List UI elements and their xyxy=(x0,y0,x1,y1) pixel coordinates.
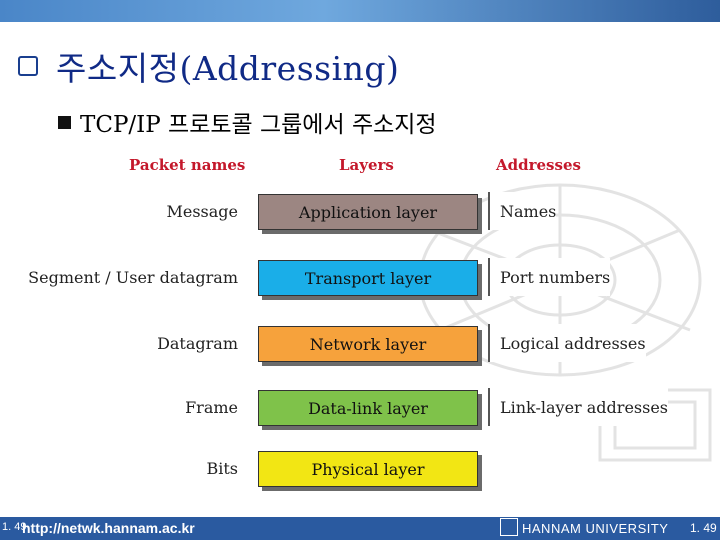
packet-name: Bits xyxy=(206,459,238,478)
header-addresses: Addresses xyxy=(496,156,581,174)
slide-title: 주소지정(Addressing) xyxy=(56,49,400,88)
layer-box: Transport layer xyxy=(258,260,478,296)
address-type: Names xyxy=(488,192,557,230)
university-logo-icon xyxy=(500,518,518,536)
packet-name: Frame xyxy=(185,398,238,417)
layer-box: Network layer xyxy=(258,326,478,362)
layer-box: Data-link layer xyxy=(258,390,478,426)
header-layers: Layers xyxy=(339,156,394,174)
packet-name: Segment / User datagram xyxy=(28,268,238,287)
footer-url-link[interactable]: http://netwk.hannam.ac.kr xyxy=(22,520,195,536)
subtitle-row: TCP/IP 프로토콜 그룹에서 주소지정 xyxy=(58,104,437,140)
footer-bar xyxy=(0,517,720,540)
address-type: Logical addresses xyxy=(488,324,646,362)
title-row: 주소지정(Addressing) xyxy=(18,42,399,90)
checkbox-bullet-icon xyxy=(18,56,38,76)
page-number-right: 1. 49 xyxy=(690,521,717,535)
square-bullet-icon xyxy=(58,115,71,129)
page-number-left: 1. 49 xyxy=(2,521,27,533)
address-type: Link-layer addresses xyxy=(488,388,669,426)
slide-subtitle: TCP/IP 프로토콜 그룹에서 주소지정 xyxy=(80,112,437,138)
packet-name: Datagram xyxy=(157,334,238,353)
layer-box: Application layer xyxy=(258,194,478,230)
packet-name: Message xyxy=(166,202,238,221)
header-packet-names: Packet names xyxy=(129,156,246,174)
layer-box: Physical layer xyxy=(258,451,478,487)
top-banner xyxy=(0,0,720,22)
university-name: HANNAM UNIVERSITY xyxy=(522,521,669,536)
address-type: Port numbers xyxy=(488,258,611,296)
